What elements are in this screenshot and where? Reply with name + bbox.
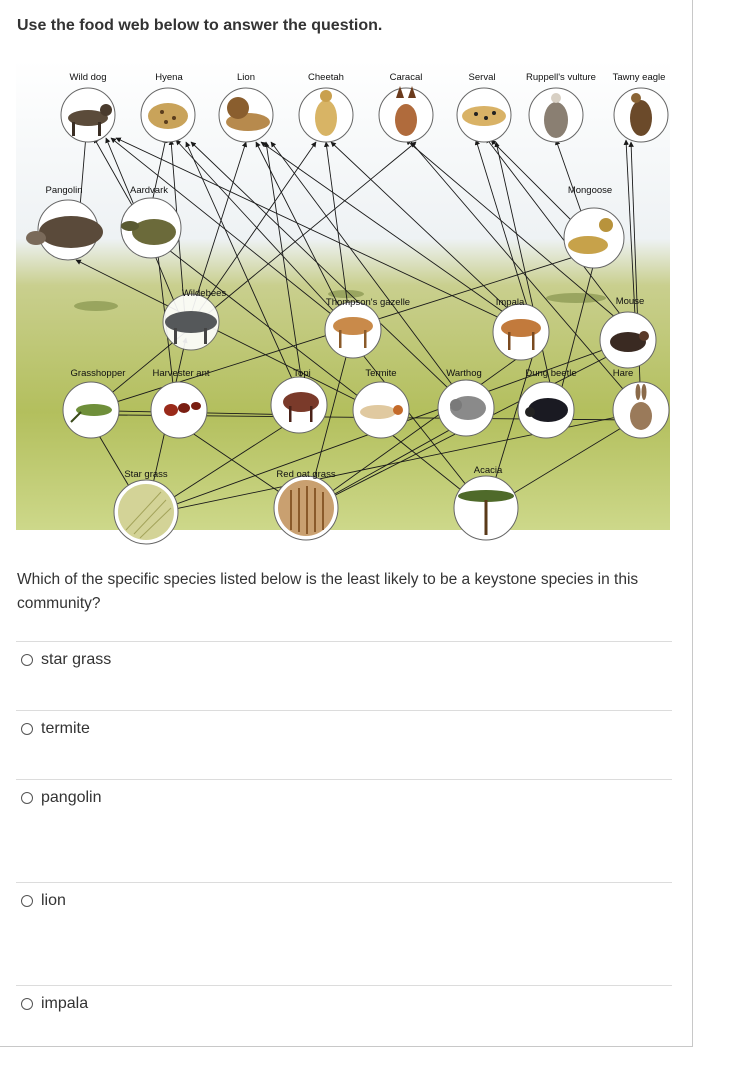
label-ruppells-vulture: Ruppell's vulture xyxy=(526,72,596,83)
termite-node: Termite xyxy=(352,368,410,439)
label-lion: Lion xyxy=(237,72,255,83)
wild-dog-node: Wild dog xyxy=(60,72,116,143)
cheetah-node: Cheetah xyxy=(298,72,354,143)
mongoose-node: Mongoose xyxy=(563,185,625,269)
topi-node: Topi xyxy=(270,368,328,434)
question-page: Use the food web below to answer the que… xyxy=(0,0,693,1047)
option-impala[interactable]: impala xyxy=(21,993,88,1015)
label-serval: Serval xyxy=(469,72,496,83)
option-pangolin[interactable]: pangolin xyxy=(21,787,102,809)
question-text: Which of the specific species listed bel… xyxy=(17,571,639,612)
acacia-node: Acacia xyxy=(453,465,519,541)
divider xyxy=(16,779,672,780)
hare-node: Hare xyxy=(612,368,670,439)
impala-node: Impala xyxy=(492,297,550,361)
wildebees-node: Wildebees xyxy=(162,288,227,351)
label-harvester-ant: Harvester ant xyxy=(152,368,209,379)
thompsons-gazelle-node: Thompson's gazelle xyxy=(324,297,410,359)
divider xyxy=(16,985,672,986)
option-label: impala xyxy=(41,995,89,1012)
label-mongoose: Mongoose xyxy=(568,185,612,196)
label-tawny-eagle: Tawny eagle xyxy=(613,72,666,83)
radio-button[interactable] xyxy=(21,998,33,1010)
label-topi: Topi xyxy=(293,368,310,379)
option-label: termite xyxy=(41,720,90,737)
label-acacia: Acacia xyxy=(474,465,503,476)
lion-node: Lion xyxy=(218,72,274,143)
radio-button[interactable] xyxy=(21,723,33,735)
pangolin-node: Pangolin xyxy=(26,185,103,261)
hyena-node: Hyena xyxy=(140,72,196,143)
label-star-grass: Star grass xyxy=(124,469,168,480)
label-red-oat-grass: Red oat grass xyxy=(276,469,335,480)
dung-beetle-node: Dung beetle xyxy=(517,368,577,439)
option-termite[interactable]: termite xyxy=(21,718,90,740)
label-wild-dog: Wild dog xyxy=(70,72,107,83)
label-grasshopper: Grasshopper xyxy=(71,368,126,379)
divider xyxy=(16,641,672,642)
caracal-node: Caracal xyxy=(378,72,434,143)
label-impala: Impala xyxy=(496,297,525,308)
label-wildebees: Wildebees xyxy=(182,288,227,299)
label-warthog: Warthog xyxy=(446,368,482,379)
grasshopper-node: Grasshopper xyxy=(62,368,126,439)
option-lion[interactable]: lion xyxy=(21,890,66,912)
label-aardvark: Aardvark xyxy=(130,185,168,196)
harvester-ant-node: Harvester ant xyxy=(150,368,210,439)
star-grass-node: Star grass xyxy=(113,469,179,545)
label-thompsons-gazelle: Thompson's gazelle xyxy=(326,297,410,308)
red-oat-grass-node: Red oat grass xyxy=(273,469,339,541)
feeding-arrows xyxy=(65,134,642,516)
radio-button[interactable] xyxy=(21,792,33,804)
serval-node: Serval xyxy=(456,72,512,143)
instruction-text: Use the food web below to answer the que… xyxy=(17,17,383,34)
label-mouse: Mouse xyxy=(616,296,645,307)
option-label: lion xyxy=(41,892,66,909)
label-pangolin: Pangolin xyxy=(46,185,83,196)
label-caracal: Caracal xyxy=(390,72,423,83)
label-cheetah: Cheetah xyxy=(308,72,344,83)
label-termite: Termite xyxy=(365,368,396,379)
ruppells-vulture-node: Ruppell's vulture xyxy=(526,72,596,143)
option-label: pangolin xyxy=(41,789,102,806)
option-label: star grass xyxy=(41,651,112,668)
tawny-eagle-node: Tawny eagle xyxy=(613,72,669,143)
label-hare: Hare xyxy=(613,368,634,379)
mouse-node: Mouse xyxy=(599,296,657,369)
warthog-node: Warthog xyxy=(437,368,495,437)
radio-button[interactable] xyxy=(21,895,33,907)
aardvark-node: Aardvark xyxy=(120,185,182,259)
food-web-diagram: Wild dog Hyena Lion Cheetah xyxy=(16,60,670,546)
radio-button[interactable] xyxy=(21,654,33,666)
food-web-svg: Wild dog Hyena Lion Cheetah xyxy=(16,60,670,545)
option-star-grass[interactable]: star grass xyxy=(21,649,111,671)
divider xyxy=(16,882,672,883)
label-hyena: Hyena xyxy=(155,72,183,83)
label-dung-beetle: Dung beetle xyxy=(525,368,576,379)
divider xyxy=(16,710,672,711)
